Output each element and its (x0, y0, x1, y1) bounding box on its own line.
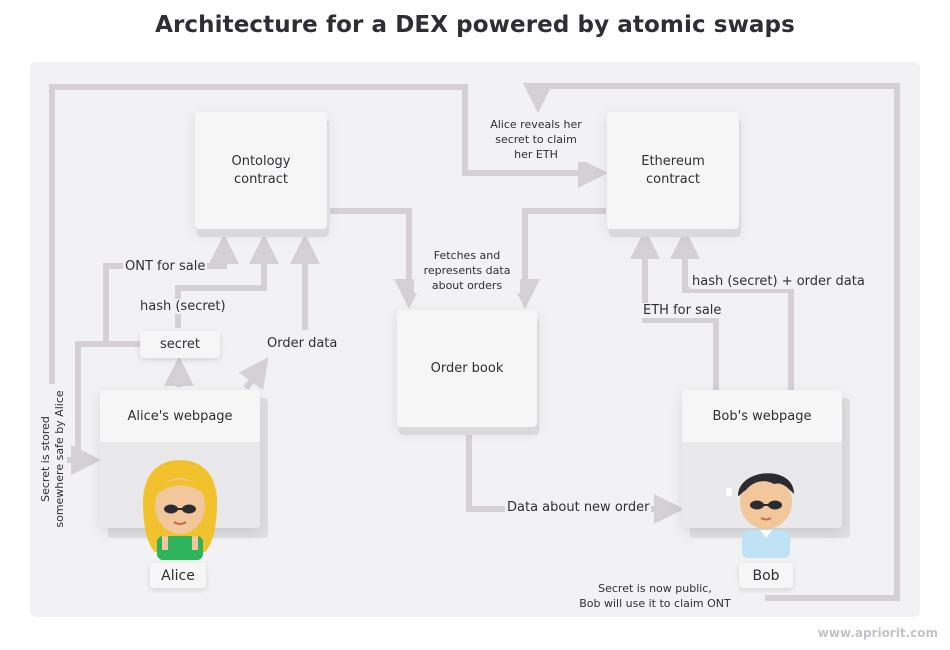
label-fetches: Fetches and represents data about orders (414, 248, 520, 293)
edge-order-data (238, 357, 269, 391)
label-secret-public: Secret is now public, Bob will use it to… (572, 581, 738, 611)
edge-ontology-to-orderbook (330, 208, 424, 309)
edge-ont-for-sale (75, 234, 239, 461)
alice-webpage-header: Alice's webpage (100, 390, 260, 442)
secret-pill: secret (140, 331, 220, 358)
edge-secret-public (523, 83, 900, 601)
ethereum-contract-label: Ethereum contract (641, 153, 705, 187)
edge-data-new-order (466, 432, 684, 524)
order-book-label: Order book (430, 360, 504, 376)
bob-name-pill: Bob (739, 563, 793, 588)
bob-webpage-header: Bob's webpage (682, 390, 842, 442)
alice-name-pill: Alice (150, 563, 206, 588)
label-data-new-order: Data about new order (505, 500, 652, 515)
edge-ethereum-to-orderbook (510, 208, 606, 309)
alice-name: Alice (161, 567, 195, 584)
edge-alice-reveals (52, 84, 608, 188)
label-hash-secret: hash (secret) (138, 299, 228, 314)
label-secret-stored: Secret is stored somewhere safe by Alice (39, 384, 67, 534)
alice-avatar (143, 460, 217, 560)
label-eth-for-sale: ETH for sale (641, 303, 724, 318)
edge-eth-for-sale (630, 229, 719, 390)
secret-label: secret (159, 337, 201, 352)
edge-hash-order (670, 229, 794, 390)
label-alice-reveals: Alice reveals her secret to claim her ET… (482, 117, 590, 162)
label-order-data: Order data (265, 336, 340, 351)
label-hash-order: hash (secret) + order data (690, 274, 867, 289)
bob-name: Bob (752, 567, 780, 584)
watermark: www.apriorit.com (817, 626, 938, 640)
bob-avatar (726, 473, 794, 558)
ontology-contract-label: Ontology contract (231, 153, 291, 187)
order-book-box: Order book (397, 310, 537, 427)
label-ont-for-sale: ONT for sale (123, 259, 208, 274)
page-title: Architecture for a DEX powered by atomic… (155, 12, 795, 38)
ontology-contract-box: Ontology contract (195, 112, 327, 229)
ethereum-contract-box: Ethereum contract (607, 112, 739, 229)
